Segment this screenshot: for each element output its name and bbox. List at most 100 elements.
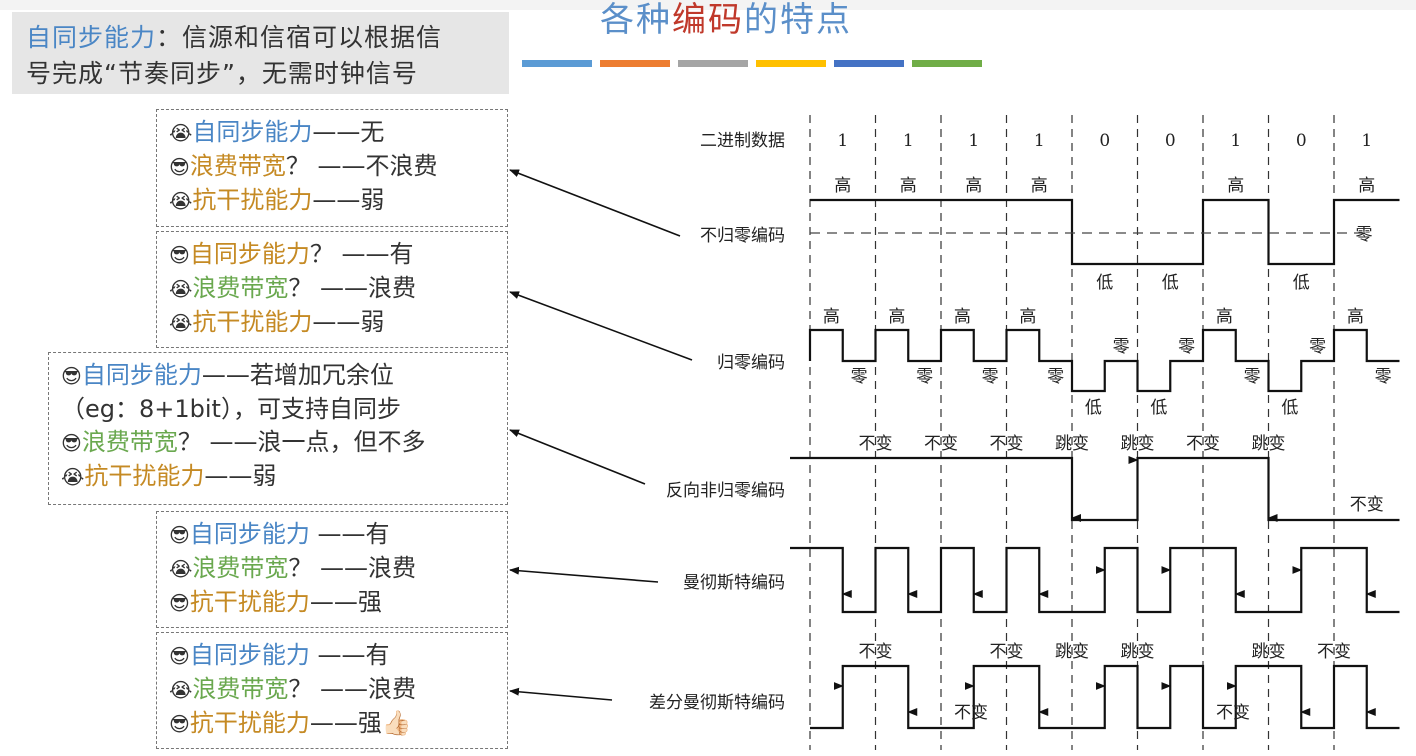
rz-low-label: 低 [1150,398,1167,418]
feature-line: 😭浪费带宽？ ——浪费 [169,272,507,306]
feature-line: 😎自同步能力？ ——有 [169,238,507,272]
feature-box: 😎自同步能力？ ——有😭浪费带宽？ ——浪费😭抗干扰能力——弱 [156,231,508,348]
rz-zero-label: 零 [982,367,999,387]
nrz-high-label: 高 [965,176,982,196]
feature-label: 抗干扰能力 [192,186,313,214]
feature-value: ——有 [309,641,390,669]
crying-emoji-icon: 😭 [61,465,85,489]
color-bar [600,60,670,67]
feature-box: 😎自同步能力 ——有😭浪费带宽？ ——浪费😎抗干扰能力——强👍🏻 [156,632,508,749]
feature-value: ？ ——浪一点，但不多 [177,428,426,456]
nrz-high-label: 高 [1358,176,1375,196]
feature-label: 抗干扰能力 [84,462,205,490]
diff-manchester-top-mark: 跳变 [1121,642,1155,662]
rz-zero-label: 零 [1375,367,1392,387]
arrow-to-box5 [509,687,613,701]
feature-line: 😭抗干扰能力——弱 [169,184,507,218]
bit-value: 1 [1034,131,1045,151]
color-bar [912,60,982,67]
feature-label: 抗干扰能力 [192,308,313,336]
sunglasses-emoji-icon: 😎 [61,431,82,455]
rz-high-label: 高 [888,307,905,327]
sunglasses-emoji-icon: 😎 [169,523,190,547]
nrzi-waveform [790,456,1400,522]
feature-label: 抗干扰能力 [189,709,310,737]
color-bar [678,60,748,67]
feature-label: 浪费带宽 [192,675,289,703]
nrzi-mark: 不变 [924,434,958,454]
feature-label: 浪费带宽 [192,554,289,582]
arrow-to-box3 [509,429,646,485]
bit-value: 1 [1230,131,1241,151]
diff-manchester-top-mark: 不变 [990,642,1024,662]
definition-line2: 号完成“节奏同步”，无需时钟信号 [26,59,418,88]
feature-value: ？ ——浪费 [288,554,417,582]
rz-high-label: 高 [1216,307,1233,327]
feature-label: 浪费带宽 [192,274,289,302]
feature-label: 自同步能力 [189,240,310,268]
diff-manchester-top-mark: 跳变 [1252,642,1286,662]
rz-zero-label: 零 [1309,337,1326,357]
row-label-rz: 归零编码 [717,353,785,373]
feature-box: 😎自同步能力 ——有😭浪费带宽？ ——浪费😎抗干扰能力——强 [156,511,508,628]
nrzi-mark: 不变 [990,434,1024,454]
feature-box: 😭自同步能力——无😎浪费带宽？ ——不浪费😭抗干扰能力——弱 [156,109,508,227]
feature-line: 😎浪费带宽？ ——浪一点，但不多 [61,426,507,460]
nrzi-mark: 不变 [1350,495,1384,515]
diff-manchester-bottom-mark: 不变 [1216,703,1250,723]
definition-line1: 信源和信宿可以根据信 [182,23,443,52]
feature-line: （eg：8+1bit），可支持自同步 [61,393,507,426]
rz-low-label: 低 [1085,398,1102,418]
color-bar [522,60,592,67]
diff-manchester-bottom-mark: 不变 [954,703,988,723]
feature-line: 😎自同步能力 ——有 [169,518,507,552]
nrzi-mark: 跳变 [1121,434,1155,454]
feature-line: 😎自同步能力 ——有 [169,639,507,673]
nrz-high-label: 高 [900,176,917,196]
bit-value: 0 [1296,131,1307,151]
feature-line: 😎浪费带宽？ ——不浪费 [169,150,507,184]
row-label-nrzi: 反向非归零编码 [666,481,785,501]
feature-label: 浪费带宽 [189,152,286,180]
bit-value: 1 [837,131,848,151]
title-part1: 各种 [600,0,672,40]
row-label-manchester: 曼彻斯特编码 [683,573,785,593]
feature-value: （eg：8+1bit），可支持自同步 [61,395,401,423]
rz-low-label: 低 [1281,398,1298,418]
feature-line: 😎抗干扰能力——强 [169,586,507,620]
arrow-to-box2 [509,291,693,361]
rz-waveform [808,328,1400,393]
feature-label: 自同步能力 [81,361,202,389]
bit-value: 0 [1099,131,1110,151]
feature-line: 😭抗干扰能力——弱 [61,460,507,494]
sunglasses-emoji-icon: 😎 [169,644,190,668]
feature-value: ？ ——浪费 [288,675,417,703]
rz-zero-label: 零 [851,367,868,387]
feature-label: 自同步能力 [189,641,310,669]
definition-box: 自同步能力：信源和信宿可以根据信 号完成“节奏同步”，无需时钟信号 [12,12,509,94]
feature-box: 😎自同步能力——若增加冗余位（eg：8+1bit），可支持自同步 😎浪费带宽？ —… [48,352,508,505]
arrow-to-box1 [509,169,681,237]
feature-line: 😭抗干扰能力——弱 [169,306,507,340]
rz-zero-label: 零 [1244,367,1261,387]
nrz-low-label: 低 [1162,273,1179,293]
rz-zero-label: 零 [1178,337,1195,357]
binary-data-label: 二进制数据 [700,131,785,151]
title-part3: 的特点 [744,0,852,40]
crying-emoji-icon: 😭 [169,311,193,335]
feature-value: ——无 [312,118,385,146]
feature-value: ？ ——有 [309,240,414,268]
feature-value: ——强 [309,588,382,616]
feature-line: 😎自同步能力——若增加冗余位 [61,359,507,393]
nrz-high-label: 高 [1031,176,1048,196]
nrzi-mark: 不变 [859,434,893,454]
sunglasses-emoji-icon: 😎 [169,243,190,267]
bit-value: 1 [1361,131,1372,151]
feature-value: ——强👍🏻 [309,709,412,737]
crying-emoji-icon: 😭 [169,189,193,213]
nrzi-mark: 不变 [1186,434,1220,454]
feature-line: 😭浪费带宽？ ——浪费 [169,552,507,586]
nrz-low-label: 低 [1096,273,1113,293]
nrzi-mark: 跳变 [1252,434,1286,454]
